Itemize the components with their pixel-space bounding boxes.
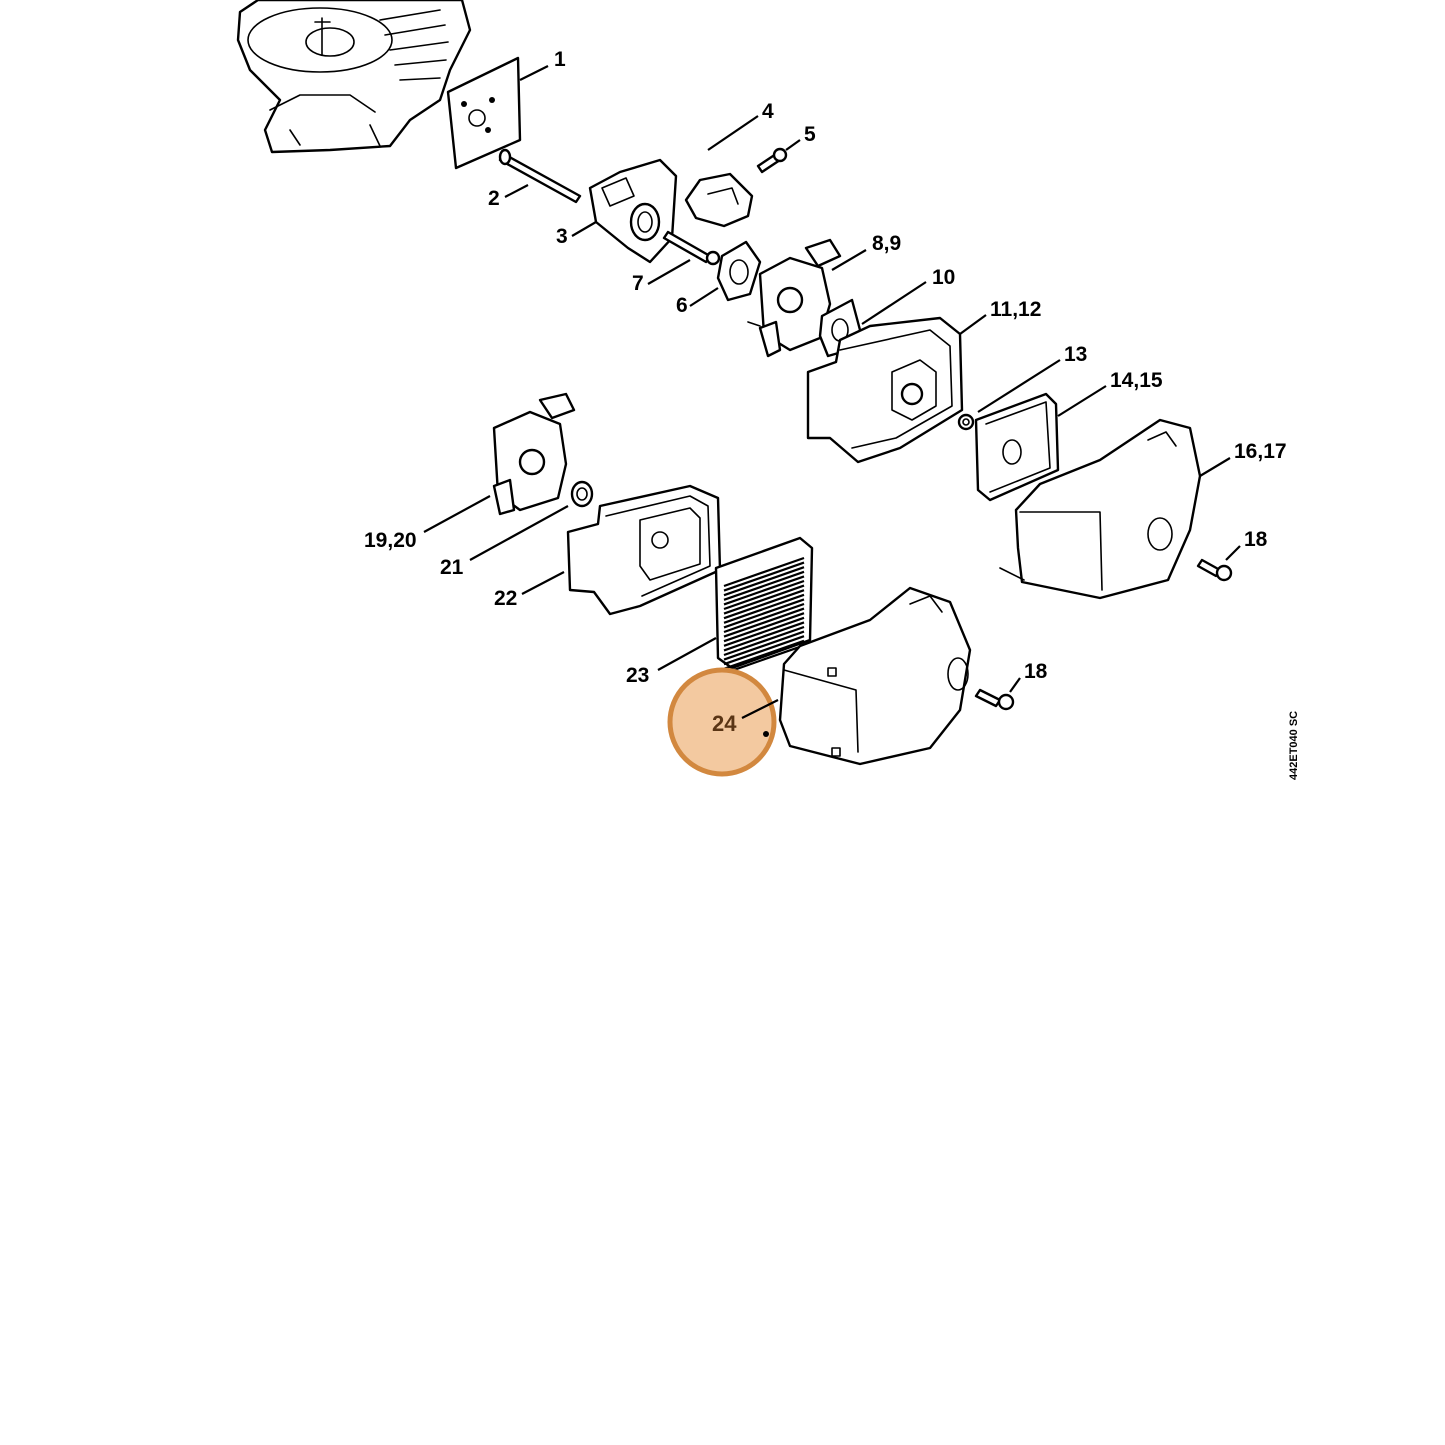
leader-line-c18b xyxy=(1009,677,1021,693)
leader-line-c89 xyxy=(831,249,867,271)
drawing-code: 442ET040 SC xyxy=(1288,711,1300,780)
part-21-ring xyxy=(570,480,594,508)
filter-pleat xyxy=(723,612,805,643)
part-13-ring xyxy=(957,413,975,431)
callout-label-c1415: 14,15 xyxy=(1110,369,1163,392)
callout-label-c4: 4 xyxy=(762,100,774,123)
callout-label-c18a: 18 xyxy=(1244,528,1268,551)
filter-pleat xyxy=(723,584,805,615)
part-14-15-filter xyxy=(974,392,1060,502)
filter-pleat xyxy=(723,561,805,592)
leader-line-c3 xyxy=(571,221,597,237)
callout-label-c1112: 11,12 xyxy=(990,298,1041,321)
callout-label-c1617: 16,17 xyxy=(1234,440,1287,463)
leader-line-c4 xyxy=(707,115,759,151)
leader-line-c1112 xyxy=(959,314,987,335)
callout-label-c7: 7 xyxy=(632,272,644,295)
part-11-12-filter-base xyxy=(806,316,964,464)
part-23-pleated-filter xyxy=(714,536,814,675)
callout-label-c2: 2 xyxy=(488,187,500,210)
callout-label-c23: 23 xyxy=(626,664,649,687)
filter-pleat xyxy=(723,575,805,606)
leader-line-c1617 xyxy=(1199,457,1231,477)
filter-pleat xyxy=(723,639,805,670)
part-5-screw xyxy=(756,147,788,174)
callout-label-c6: 6 xyxy=(676,294,688,317)
part-1-gasket xyxy=(446,56,522,170)
leader-line-c18a xyxy=(1225,545,1241,561)
leader-line-c5 xyxy=(785,139,801,151)
callout-label-c1: 1 xyxy=(554,48,566,71)
leader-line-c1 xyxy=(519,65,549,81)
part-18-screw-lower xyxy=(974,688,1015,711)
part-19-20-carburetor xyxy=(492,392,576,516)
leader-line-c24 xyxy=(741,699,779,719)
filter-pleat xyxy=(723,570,805,601)
part-22-filter-base xyxy=(566,484,722,616)
leader-line-c1920 xyxy=(423,495,491,533)
callout-label-c3: 3 xyxy=(556,225,568,248)
filter-pleat xyxy=(723,635,805,666)
leader-line-c22 xyxy=(521,571,565,595)
leader-line-c7 xyxy=(647,259,691,285)
callout-label-c22: 22 xyxy=(494,587,517,610)
part-16-17-cover xyxy=(999,418,1202,600)
callout-label-c21: 21 xyxy=(440,556,464,579)
part-4-bracket xyxy=(684,172,754,228)
part-7-screw xyxy=(662,230,721,266)
leader-line-c10 xyxy=(861,281,927,325)
filter-pleat xyxy=(723,630,805,661)
filter-pleat xyxy=(723,625,805,657)
leader-line-c2 xyxy=(504,184,529,198)
leader-line-c6 xyxy=(689,287,719,307)
filter-pleat xyxy=(723,621,805,652)
part-3-manifold xyxy=(588,158,678,264)
filter-pleat xyxy=(723,556,805,588)
part-8-9-carburetor xyxy=(747,238,842,358)
part-2-bolt xyxy=(498,148,582,204)
filter-pleat xyxy=(723,602,805,634)
highlight-circle xyxy=(667,667,777,777)
leader-line-c13 xyxy=(977,359,1061,413)
filter-pleat xyxy=(723,589,805,620)
part-18-screw-upper xyxy=(1196,558,1233,582)
filter-pleat xyxy=(723,598,805,629)
filter-pleat xyxy=(723,616,805,647)
leader-line-c23 xyxy=(657,637,717,671)
callout-label-c24: 24 xyxy=(712,711,737,736)
callout-label-c13: 13 xyxy=(1064,343,1087,366)
callout-label-c89: 8,9 xyxy=(872,232,901,255)
filter-pleat xyxy=(723,579,805,611)
callout-label-c18b: 18 xyxy=(1024,660,1048,683)
leader-line-c1415 xyxy=(1057,385,1107,417)
leader-dot xyxy=(763,731,769,737)
filter-pleat xyxy=(723,607,805,638)
callout-label-c5: 5 xyxy=(804,123,816,146)
crankcase-part xyxy=(236,0,472,154)
filter-pleat xyxy=(723,644,805,675)
callout-label-c1920: 19,20 xyxy=(364,529,417,552)
part-24-cover xyxy=(778,586,972,766)
part-6-gasket xyxy=(716,240,762,302)
callout-label-c10: 10 xyxy=(932,266,955,289)
leader-line-c21 xyxy=(469,505,569,561)
filter-pleat xyxy=(723,593,805,624)
filter-pleat xyxy=(723,566,805,597)
callout-labels: 12345678,91011,121314,1516,17181819,2021… xyxy=(364,48,1287,737)
